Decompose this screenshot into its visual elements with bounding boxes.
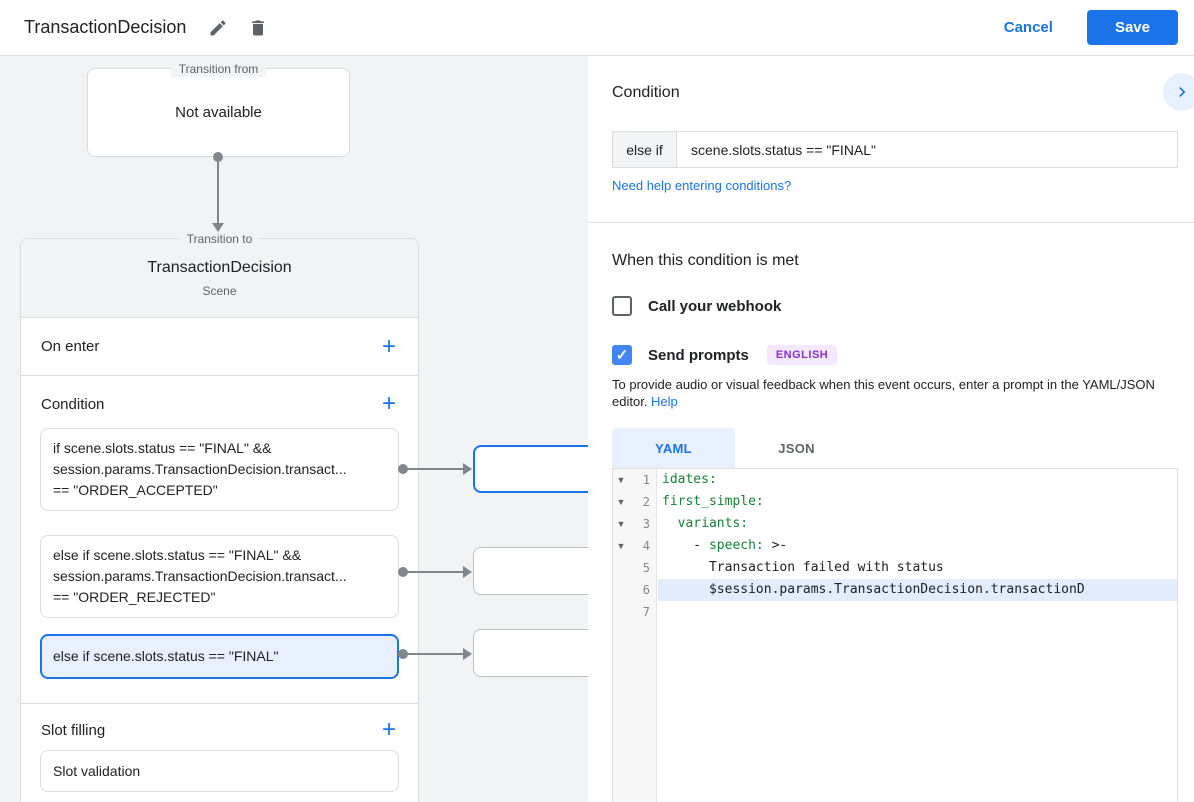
- tab-json[interactable]: JSON: [778, 440, 815, 456]
- condition-connector-line-3: [404, 653, 464, 655]
- condition-connector-line-2: [404, 571, 464, 573]
- code-line-4: ▼4 - speech: >-: [613, 535, 1177, 557]
- language-badge: ENGLISH: [766, 345, 838, 365]
- condition-expression-input[interactable]: [677, 132, 1177, 167]
- section-divider: [588, 222, 1194, 223]
- transition-from-value: Not available: [175, 104, 262, 121]
- scene-type-label: Scene: [202, 283, 237, 298]
- prompts-description-text: To provide audio or visual feedback when…: [612, 377, 1155, 409]
- transition-from-legend: Transition from: [170, 61, 267, 77]
- condition-section: Condition + if scene.slots.status == "FI…: [21, 376, 418, 704]
- condition-editor-panel: Condition else if Need help entering con…: [588, 56, 1194, 802]
- code-line-5: 5 Transaction failed with status: [613, 557, 1177, 579]
- condition-connector-dot-1: [398, 464, 408, 474]
- code-line-2: ▼2 first_simple:: [613, 491, 1177, 513]
- add-slot-button[interactable]: +: [381, 716, 396, 743]
- transition-to-node: Transition to TransactionDecision Scene …: [20, 231, 419, 802]
- condition-connector-dot-2: [398, 567, 408, 577]
- conditions-help-link[interactable]: Need help entering conditions?: [612, 178, 792, 193]
- call-webhook-checkbox[interactable]: [612, 296, 632, 316]
- pencil-icon: [210, 19, 226, 35]
- transition-target-box-3[interactable]: [473, 629, 588, 677]
- code-line-1: ▼1 idates:: [613, 469, 1177, 491]
- line-number: 6: [642, 583, 650, 597]
- condition-prefix-label: else if: [613, 132, 677, 167]
- tab-yaml[interactable]: YAML: [612, 428, 735, 468]
- fold-toggle-icon[interactable]: ▼: [616, 497, 626, 507]
- condition-connector-arrowhead-1: [463, 463, 472, 475]
- condition-card-order-accepted[interactable]: if scene.slots.status == "FINAL" && sess…: [40, 428, 399, 511]
- panel-title: Condition: [612, 84, 680, 101]
- line-number: 5: [642, 561, 650, 575]
- delete-scene-button[interactable]: [242, 12, 274, 44]
- condition-expression-field: else if: [612, 131, 1178, 168]
- scene-name: TransactionDecision: [147, 258, 292, 276]
- slot-filling-label: Slot filling: [41, 721, 106, 739]
- transition-to-legend: Transition to: [178, 231, 261, 247]
- condition-card-order-rejected[interactable]: else if scene.slots.status == "FINAL" &&…: [40, 535, 399, 618]
- condition-connector-arrowhead-2: [463, 566, 472, 578]
- fold-toggle-icon[interactable]: ▼: [616, 541, 626, 551]
- code-line-3: ▼3 variants:: [613, 513, 1177, 535]
- line-number: 1: [642, 473, 650, 487]
- editor-gutter: [613, 469, 657, 802]
- chevron-right-icon: [1179, 87, 1186, 97]
- slot-filling-section: Slot filling + Slot validation: [21, 704, 418, 792]
- flow-connector-arrowhead: [212, 223, 224, 232]
- add-on-enter-button[interactable]: +: [381, 332, 396, 360]
- add-condition-button[interactable]: +: [381, 390, 396, 417]
- fold-toggle-icon[interactable]: ▼: [616, 519, 626, 529]
- line-number: 4: [642, 539, 650, 553]
- on-enter-label: On enter: [41, 338, 100, 355]
- edit-title-button[interactable]: [202, 12, 234, 44]
- prompts-description: To provide audio or visual feedback when…: [612, 376, 1178, 410]
- collapse-panel-button[interactable]: [1163, 73, 1194, 111]
- condition-section-label: Condition: [41, 395, 105, 413]
- condition-connector-dot-3: [398, 649, 408, 659]
- scene-card-header[interactable]: TransactionDecision Scene: [21, 239, 418, 318]
- help-link[interactable]: Help: [651, 394, 678, 409]
- checkmark-icon: ✓: [615, 347, 629, 364]
- condition-connector-arrowhead-3: [463, 648, 472, 660]
- send-prompts-checkbox[interactable]: ✓: [612, 345, 632, 365]
- line-number: 7: [642, 605, 650, 619]
- call-webhook-label: Call your webhook: [648, 297, 782, 315]
- flow-connector-line: [217, 157, 219, 223]
- send-prompts-label: Send prompts: [648, 346, 749, 364]
- flow-connector-dot: [213, 152, 223, 162]
- transition-from-node[interactable]: Transition from Not available: [87, 61, 350, 157]
- line-number: 2: [642, 495, 650, 509]
- condition-card-final-selected[interactable]: else if scene.slots.status == "FINAL": [40, 634, 399, 679]
- page-title: TransactionDecision: [24, 17, 187, 37]
- editor-format-tabs: YAML JSON: [612, 428, 858, 468]
- slot-validation-card[interactable]: Slot validation: [40, 750, 399, 792]
- fold-toggle-icon[interactable]: ▼: [616, 475, 626, 485]
- code-line-7: 7: [613, 601, 1177, 623]
- yaml-code-editor[interactable]: ▼1 idates: ▼2 first_simple: ▼3 variants:…: [612, 468, 1178, 802]
- header-bar: TransactionDecision Cancel Save: [0, 0, 1194, 56]
- when-met-title: When this condition is met: [612, 252, 799, 269]
- on-enter-section: On enter +: [21, 318, 418, 376]
- transition-target-box-1[interactable]: [473, 445, 588, 493]
- condition-connector-line-1: [404, 468, 464, 470]
- save-button[interactable]: Save: [1086, 10, 1178, 45]
- transition-target-box-2[interactable]: [473, 547, 588, 595]
- line-number: 3: [642, 517, 650, 531]
- trash-icon: [252, 20, 265, 35]
- scene-diagram-panel: Transition from Not available Transition…: [0, 56, 588, 802]
- cancel-button[interactable]: Cancel: [988, 11, 1069, 44]
- code-line-6-active: 6 $session.params.TransactionDecision.tr…: [613, 579, 1177, 601]
